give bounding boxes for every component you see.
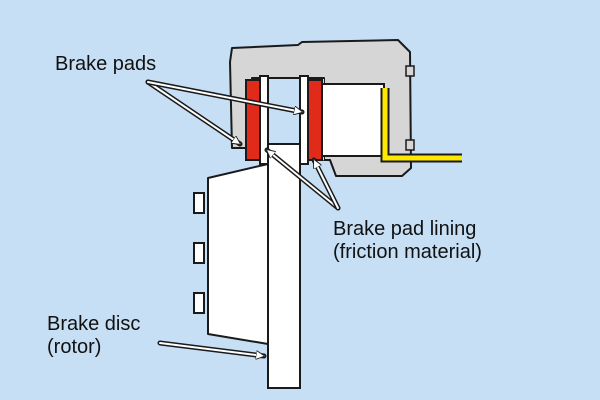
hub-assembly (193, 163, 269, 345)
label-brake-disc-line2: (rotor) (47, 336, 102, 358)
caliper-piston (321, 83, 385, 157)
label-brake-pad-lining-line2: (friction material) (333, 241, 482, 263)
arrow-brake-disc (157, 340, 267, 356)
label-brake-disc: Brake disc (rotor) (47, 313, 140, 359)
brake-pad-outer (299, 75, 323, 165)
label-brake-pads-text: Brake pads (55, 53, 157, 75)
label-brake-disc-line1: Brake disc (47, 313, 141, 335)
arrow-lining-outer (311, 157, 341, 211)
arrow-lining-inner (264, 147, 341, 211)
arrow-brake-pads-inner (145, 79, 243, 147)
label-brake-pad-lining-line1: Brake pad lining (333, 218, 477, 240)
label-brake-pad-lining: Brake pad lining (friction material) (333, 218, 482, 264)
leader-arrows (145, 79, 341, 356)
arrow-brake-pads-outer (145, 79, 305, 112)
label-brake-pads: Brake pads (55, 53, 156, 76)
brake-fluid-line (380, 88, 462, 163)
brake-disc (267, 143, 301, 389)
